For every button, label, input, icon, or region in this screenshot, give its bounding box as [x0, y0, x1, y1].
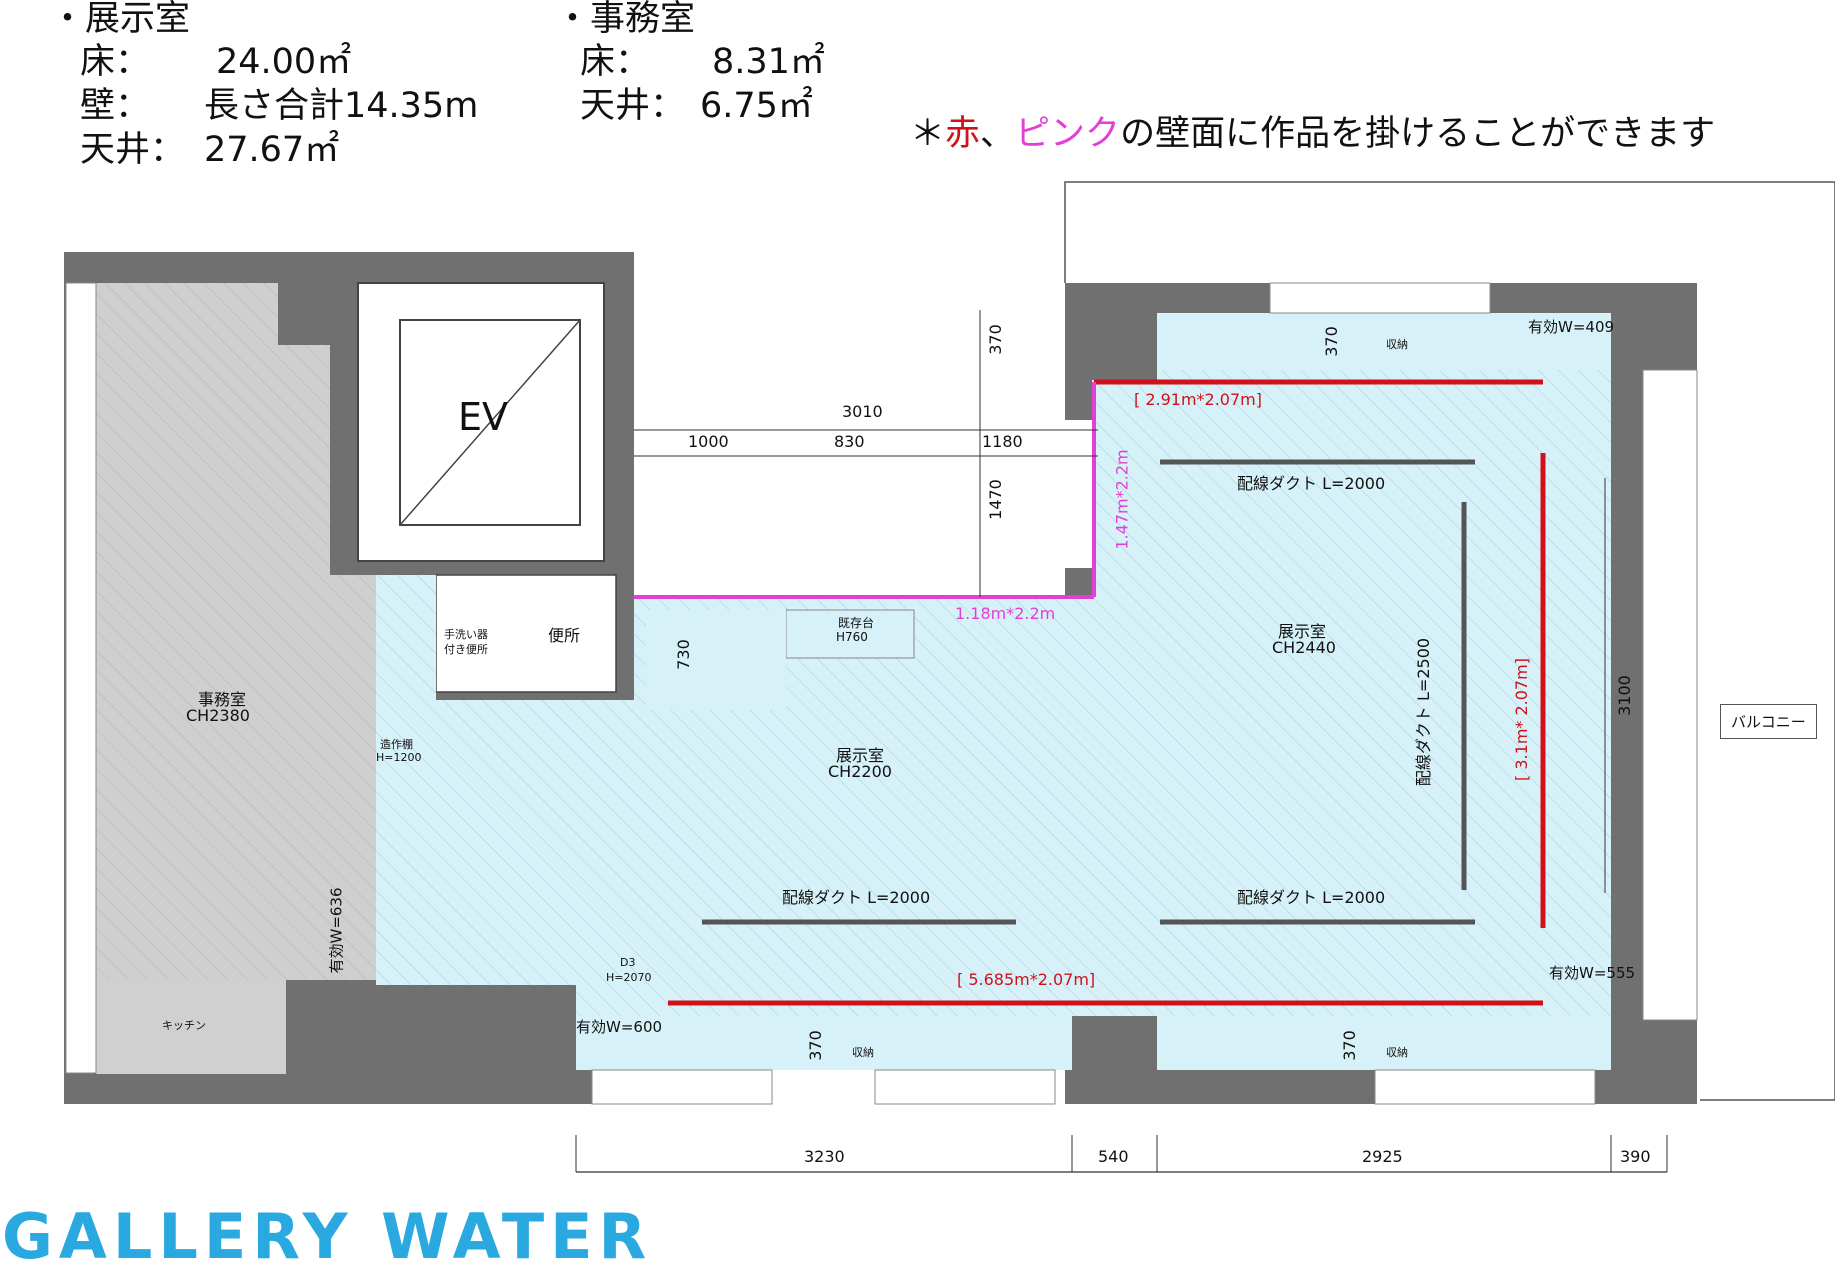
gallery-room-label-main: 展示室: [836, 746, 885, 765]
storage-label-top: 収納: [1386, 338, 1408, 351]
hanging-wall-note: ＊赤、ピンクの壁面に作品を掛けることができます: [910, 105, 1715, 156]
gallery-ch-east: CH2440: [1272, 638, 1336, 657]
exhibition-floor-value: 24.00㎡: [216, 42, 352, 82]
dim-370-storage-top: 370: [1321, 326, 1341, 357]
existing-stand-label: 既存台: [838, 616, 875, 630]
door-label: D3: [620, 956, 636, 969]
wall-red-top-label: [ 2.91m*2.07m]: [1134, 390, 1262, 409]
office-title: ・事務室: [555, 0, 696, 39]
exhibition-ceiling-value: 27.67㎡: [204, 130, 340, 170]
gallery-ch-main: CH2200: [828, 762, 892, 781]
wall-red-right-label: [ 3.1m* 2.07m]: [1511, 658, 1531, 781]
note-pink-word: ピンク: [1015, 114, 1121, 154]
bottom-dim-3230: 3230: [804, 1147, 845, 1166]
storage-bottom-right: [1157, 1016, 1611, 1070]
office-floor-value: 8.31㎡: [712, 42, 825, 82]
dim-1000: 1000: [688, 432, 729, 451]
exhibition-title: ・展示室: [50, 0, 191, 39]
exhibition-wall-value: 長さ合計14.35m: [204, 86, 479, 126]
wall-red-bottom-label: [ 5.685m*2.07m]: [957, 970, 1096, 989]
storage-label-bottom-left: 収納: [852, 1046, 874, 1059]
toilet-room: [435, 574, 617, 693]
office-floor-label: 床：: [580, 42, 651, 82]
built-shelf-label: 造作棚: [380, 738, 413, 751]
note-prefix: ＊: [910, 114, 946, 154]
note-red-word: 赤: [945, 114, 981, 154]
office-ch-label: CH2380: [186, 706, 250, 725]
balcony-label: バルコニー: [1720, 704, 1817, 739]
eff-w-636: 有効W=636: [327, 887, 346, 974]
wall-pink-vertical-label: 1.47m*2.2m: [1112, 449, 1132, 550]
window-east: [1642, 369, 1698, 1021]
gallery-room-label-east: 展示室: [1278, 622, 1327, 641]
existing-stand: [785, 609, 915, 659]
existing-stand-height: H760: [836, 630, 868, 644]
storage-label-bottom-right: 収納: [1386, 1046, 1408, 1059]
window-south-mid: [874, 1069, 1056, 1105]
duct-vertical-label: 配線ダクト L=2500: [1414, 637, 1434, 787]
sink-toilet-line1: 手洗い器: [444, 628, 488, 641]
dim-1470: 1470: [985, 479, 1005, 520]
sink-toilet-line2: 付き便所: [444, 643, 488, 656]
hall-white: [634, 420, 1092, 568]
dim-1180: 1180: [982, 432, 1023, 451]
exhibition-ceiling-label: 天井：: [80, 130, 186, 170]
door-height: H=2070: [606, 971, 652, 984]
dim-3010: 3010: [842, 402, 883, 421]
duct-left-label: 配線ダクト L=2000: [782, 888, 931, 907]
office-room-label: 事務室: [198, 690, 247, 709]
kitchen-label: キッチン: [162, 1019, 206, 1032]
note-rest: の壁面に作品を掛けることができます: [1120, 114, 1716, 154]
bottom-dim-540: 540: [1098, 1147, 1129, 1166]
shelf-zone: [646, 610, 786, 710]
duct-right-label: 配線ダクト L=2000: [1237, 888, 1386, 907]
dim-370-bottom-left: 370: [805, 1030, 825, 1061]
window-south-right: [1374, 1069, 1596, 1105]
storage-bottom-left: [576, 1016, 1072, 1070]
eff-w-600: 有効W=600: [576, 1018, 663, 1036]
dim-730: 730: [673, 639, 693, 670]
balcony-outline: [1064, 181, 1835, 1101]
ev-label: EV: [458, 395, 509, 439]
note-separator: 、: [980, 114, 1016, 154]
window-west: [65, 282, 97, 1074]
dim-370-bottom-right: 370: [1339, 1030, 1359, 1061]
dim-370-top: 370: [985, 324, 1005, 355]
kitchen-area: [96, 980, 286, 1074]
bottom-dim-390: 390: [1620, 1147, 1651, 1166]
exhibition-wall-label: 壁：: [80, 86, 151, 126]
dim-830: 830: [834, 432, 865, 451]
office-ceiling-value: 6.75㎡: [700, 86, 813, 126]
eff-w-409: 有効W=409: [1528, 318, 1615, 336]
ev-diagonal: [399, 319, 581, 526]
built-shelf-height: H=1200: [376, 751, 422, 764]
wall-pink-horizontal-label: 1.18m*2.2m: [955, 604, 1056, 623]
bottom-dim-2925: 2925: [1362, 1147, 1403, 1166]
gallery-floor: [376, 370, 1611, 1070]
toilet-label: 便所: [548, 626, 581, 645]
dim-3100: 3100: [1614, 675, 1634, 716]
office-ceiling-label: 天井：: [580, 86, 686, 126]
window-south-left: [591, 1069, 773, 1105]
exhibition-floor-label: 床：: [80, 42, 151, 82]
storage-top: [1157, 313, 1611, 370]
eff-w-555: 有効W=555: [1549, 964, 1636, 982]
gallery-water-logo: GALLERY WATER: [2, 1200, 653, 1273]
duct-top-label: 配線ダクト L=2000: [1237, 474, 1386, 493]
window-north: [1269, 282, 1491, 314]
office-floor: [96, 283, 376, 980]
